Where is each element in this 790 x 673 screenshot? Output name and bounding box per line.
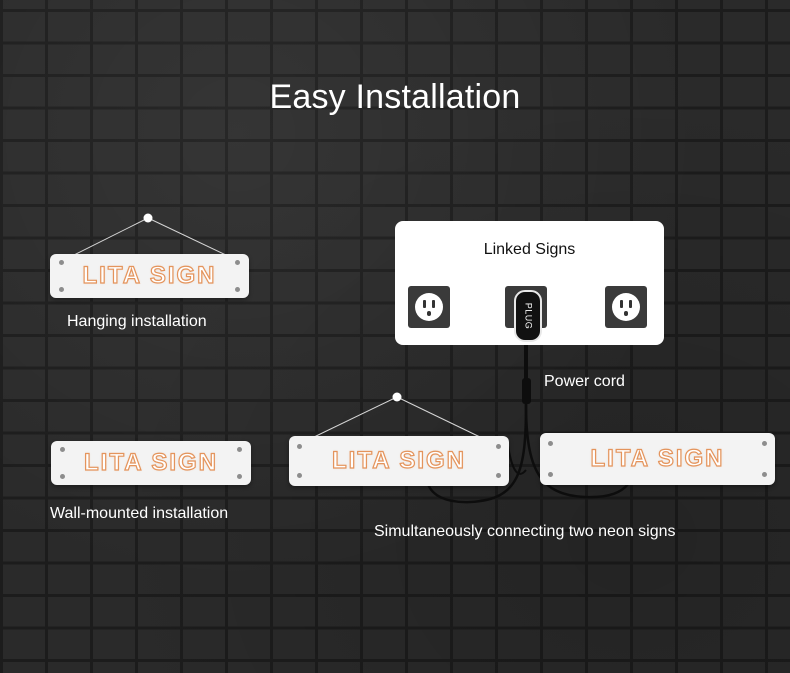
- sign-text: LITA SIGN: [590, 444, 725, 472]
- mount-hole: [235, 287, 240, 292]
- mount-hole: [548, 472, 553, 477]
- sign-text: LITA SIGN: [331, 446, 466, 474]
- mount-hole: [59, 287, 64, 292]
- neon-sign-wall-mounted: LITA SIGN: [51, 441, 251, 485]
- wall-mounted-installation-label: Wall-mounted installation: [50, 505, 229, 522]
- linked-signs-panel: Linked Signs: [395, 221, 664, 345]
- hanging-string-left: [71, 217, 149, 257]
- mount-hole: [496, 473, 501, 478]
- cord-connector: [522, 378, 531, 404]
- page-title: Easy Installation: [269, 78, 521, 116]
- hanging-hook-icon: [392, 392, 402, 402]
- mount-hole: [762, 472, 767, 477]
- mount-hole: [548, 441, 553, 446]
- mount-hole: [60, 447, 65, 452]
- hanging-string-right: [396, 396, 481, 438]
- plug-label: PLUG: [523, 302, 534, 330]
- mount-hole: [297, 444, 302, 449]
- neon-sign-linked-right: LITA SIGN: [540, 433, 775, 485]
- sign-text: LITA SIGN: [82, 261, 217, 289]
- cord-branch-right: [524, 403, 629, 499]
- socket-icon: [605, 286, 647, 328]
- mount-hole: [762, 441, 767, 446]
- cord-branch-left: [426, 403, 528, 504]
- hanging-string-left: [313, 396, 398, 438]
- mount-hole: [297, 473, 302, 478]
- plug-icon: PLUG: [514, 290, 542, 342]
- neon-sign-hanging: LITA SIGN: [50, 254, 249, 298]
- hanging-installation-label: Hanging installation: [67, 313, 207, 330]
- power-cord-label: Power cord: [544, 373, 625, 390]
- mount-hole: [496, 444, 501, 449]
- simultaneous-connection-label: Simultaneously connecting two neon signs: [374, 523, 676, 540]
- hanging-string-right: [147, 217, 229, 257]
- mount-hole: [235, 260, 240, 265]
- mount-hole: [59, 260, 64, 265]
- linked-signs-title: Linked Signs: [483, 241, 576, 258]
- mount-hole: [237, 447, 242, 452]
- hanging-hook-icon: [143, 213, 153, 223]
- neon-sign-linked-left: LITA SIGN: [289, 436, 509, 486]
- sign-text: LITA SIGN: [83, 448, 218, 476]
- cord-link: [507, 445, 527, 475]
- socket-icon: [408, 286, 450, 328]
- mount-hole: [60, 474, 65, 479]
- mount-hole: [237, 474, 242, 479]
